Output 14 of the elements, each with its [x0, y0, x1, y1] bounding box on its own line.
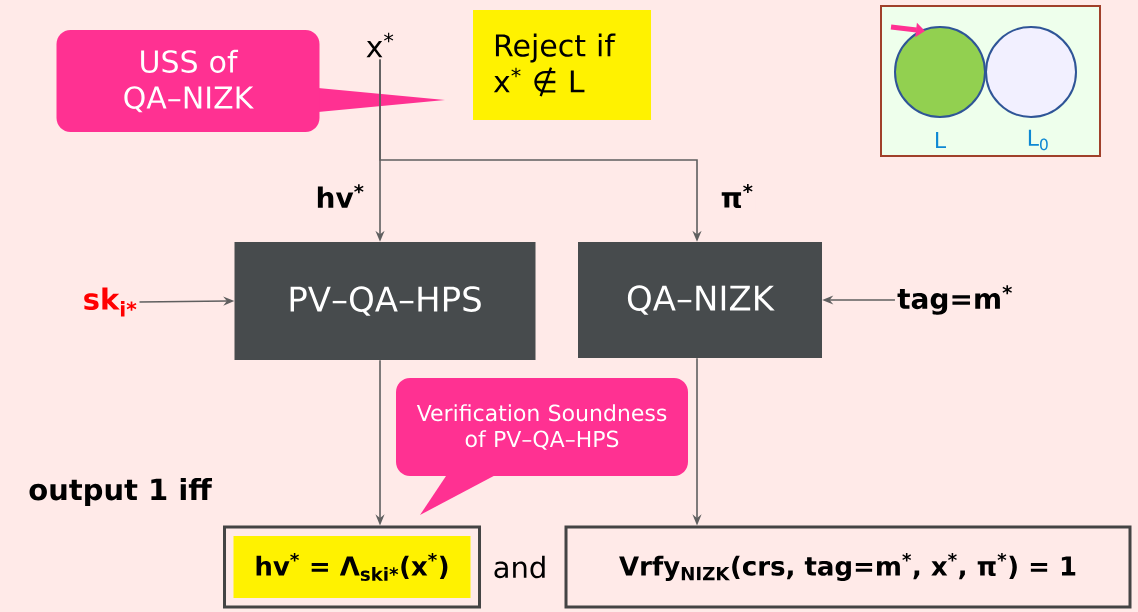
- set-label: L$_{0}$: [1028, 129, 1048, 151]
- process-box: PV–QA–HPS: [234, 242, 536, 360]
- conjunction-text: and: [494, 555, 545, 579]
- edge-label: hv$^{*}$: [313, 182, 367, 210]
- formula-box: hv$^{*}$ = Λ$_{ski*}$(x$^{*}$): [223, 525, 481, 609]
- speech-bubble: Verification Soundness of PV–QA–HPS: [396, 378, 688, 515]
- process-box: QA–NIZK: [578, 242, 822, 358]
- note-box: Reject if x$^{*}$ ∉ L: [473, 10, 651, 120]
- input-label: x$^{*}$: [366, 32, 394, 58]
- input-label: tag=m$^{*}$: [897, 285, 1012, 315]
- formula-box: Vrfy$_{NIZK}$(crs, tag=m$^{*}$, x$^{*}$, π$^{*}$) = 1: [564, 525, 1132, 609]
- output-text: output 1 iff: [29, 477, 212, 507]
- set-label: L: [936, 131, 946, 148]
- input-label: sk$_{i*}$: [84, 287, 137, 317]
